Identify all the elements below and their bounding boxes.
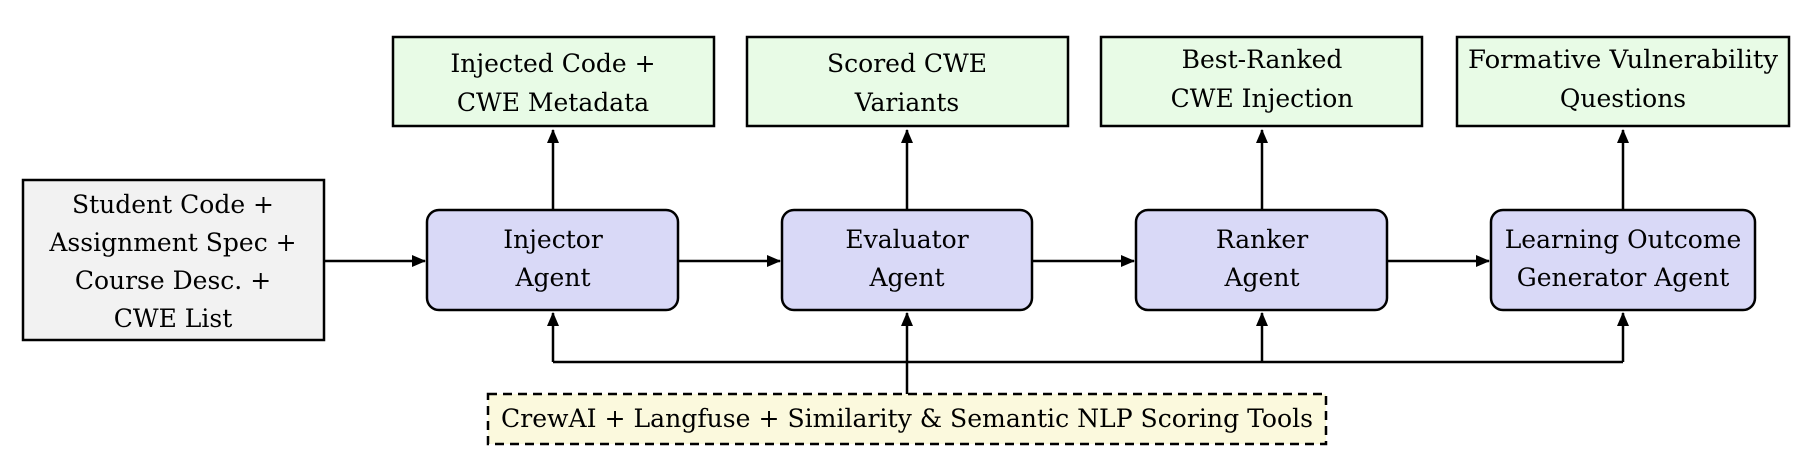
output-ranked-line-2: CWE Injection	[1171, 84, 1354, 113]
output-injected-line-1: Injected Code +	[450, 49, 655, 78]
agent-node-ranker: Ranker Agent	[1134, 208, 1389, 312]
agent-evaluator-line-2: Agent	[869, 263, 945, 292]
output-node-injected-code: Injected Code + CWE Metadata	[391, 35, 716, 128]
input-line-3: Course Desc. +	[75, 266, 271, 295]
agent-node-injector: Injector Agent	[425, 208, 680, 312]
agent-ranker-line-2: Agent	[1224, 263, 1300, 292]
output-node-best-ranked: Best-Ranked CWE Injection	[1099, 35, 1424, 128]
agent-injector-line-1: Injector	[503, 225, 603, 254]
agent-injector-line-2: Agent	[515, 263, 591, 292]
output-node-scored-variants: Scored CWE Variants	[745, 35, 1070, 128]
output-node-questions: Formative Vulnerability Questions	[1455, 35, 1791, 128]
agent-node-generator: Learning Outcome Generator Agent	[1489, 208, 1757, 312]
agent-evaluator-line-1: Evaluator	[845, 225, 968, 254]
input-node: Student Code + Assignment Spec + Course …	[21, 178, 326, 342]
tools-node: CrewAI + Langfuse + Similarity & Semanti…	[486, 392, 1328, 446]
tools-label: CrewAI + Langfuse + Similarity & Semanti…	[501, 404, 1313, 433]
output-scored-line-1: Scored CWE	[827, 49, 987, 78]
input-line-4: CWE List	[114, 304, 233, 333]
output-scored-line-2: Variants	[854, 88, 960, 117]
agent-generator-line-1: Learning Outcome	[1505, 225, 1742, 254]
agent-generator-line-2: Generator Agent	[1517, 263, 1730, 292]
output-questions-line-1: Formative Vulnerability	[1468, 45, 1779, 74]
agent-node-evaluator: Evaluator Agent	[780, 208, 1034, 312]
output-injected-line-2: CWE Metadata	[457, 88, 649, 117]
agent-ranker-line-1: Ranker	[1216, 225, 1308, 254]
output-questions-line-2: Questions	[1560, 84, 1686, 113]
input-line-1: Student Code +	[72, 190, 274, 219]
edges	[325, 129, 1629, 394]
output-ranked-line-1: Best-Ranked	[1182, 45, 1343, 74]
input-line-2: Assignment Spec +	[48, 228, 296, 257]
